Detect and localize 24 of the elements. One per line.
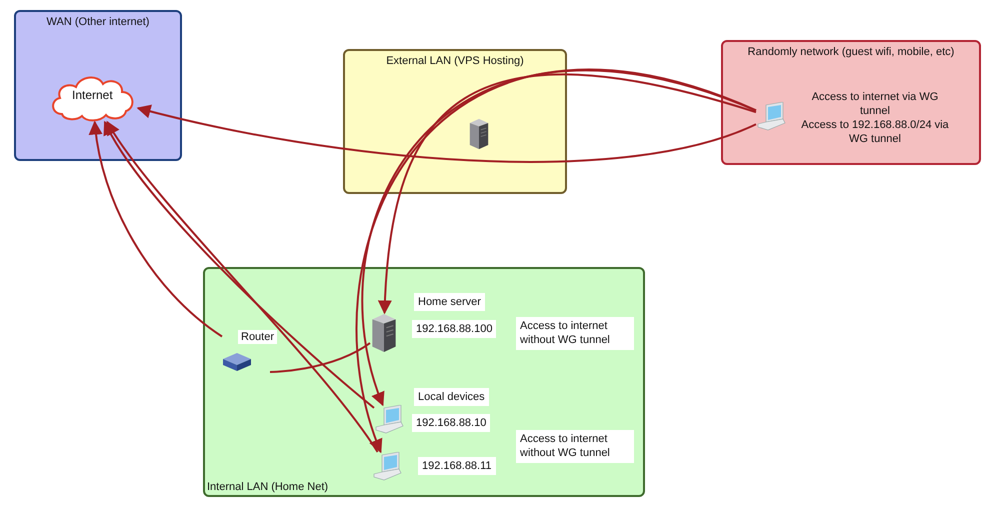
device-label: 192.168.88.11 xyxy=(418,457,496,476)
note-text: Access to internet without WG tunnel xyxy=(516,317,634,350)
connection-arrow xyxy=(104,120,375,409)
network-zone xyxy=(343,49,567,194)
network-zone xyxy=(203,267,645,497)
zone-title: External LAN (VPS Hosting) xyxy=(385,55,525,67)
zone-title: Randomly network (guest wifi, mobile, etc) xyxy=(746,46,956,58)
device-label: 192.168.88.100 xyxy=(412,320,496,338)
connection-arrow xyxy=(89,120,223,338)
connection-arrow xyxy=(136,104,756,163)
device-label: Home server xyxy=(414,293,485,312)
note-text: Access to 192.168.88.0/24 via WG tunnel xyxy=(800,118,950,147)
zone-title: WAN (Other internet) xyxy=(46,16,150,28)
network-zone xyxy=(14,10,182,161)
cloud-label: Internet xyxy=(72,88,113,102)
connection-arrow xyxy=(106,120,378,453)
note-text: Access to internet via WG tunnel xyxy=(810,90,940,119)
connection-arrow xyxy=(378,74,756,314)
note-text: Access to internet without WG tunnel xyxy=(516,430,634,463)
device-label: 192.168.88.10 xyxy=(412,414,490,432)
device-label: Router xyxy=(238,330,278,344)
zone-title: Internal LAN (Home Net) xyxy=(207,481,328,493)
device-label: Local devices xyxy=(414,388,489,406)
network-zone xyxy=(721,40,981,165)
